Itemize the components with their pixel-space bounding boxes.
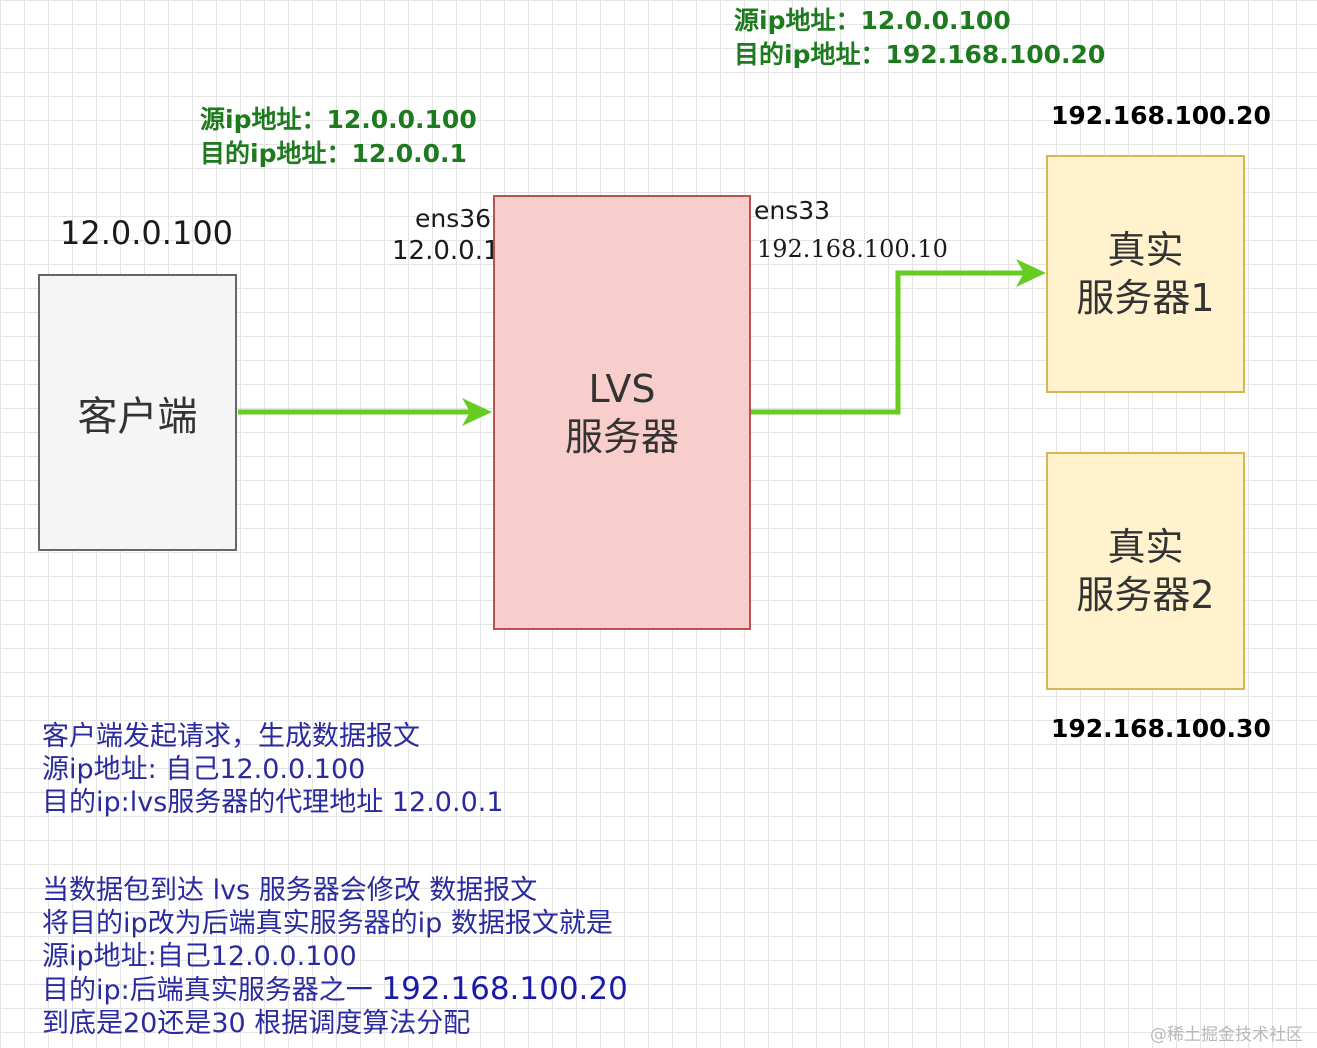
server1-label-line1: 真实: [1107, 228, 1184, 272]
note2-line2: 将目的ip改为后端真实服务器的ip 数据报文就是: [42, 908, 613, 939]
server2-ip: 192.168.100.30: [1051, 714, 1271, 743]
server2-label-line2: 服务器2: [1076, 573, 1215, 617]
top-packet-note: 源ip地址：12.0.0.100 目的ip地址：192.168.100.20: [734, 4, 1105, 72]
note1-line2: 源ip地址: 自己12.0.0.100: [42, 754, 366, 785]
left-note-src: 源ip地址：12.0.0.100: [200, 105, 477, 134]
server1-ip: 192.168.100.20: [1051, 101, 1271, 130]
lvs-label-line1: LVS: [588, 366, 656, 411]
real-server-1-box[interactable]: 真实 服务器1: [1046, 155, 1245, 393]
left-note-dst: 目的ip地址：12.0.0.1: [200, 139, 467, 168]
arrow-client-to-lvs: [238, 398, 492, 426]
note2-line1: 当数据包到达 lvs 服务器会修改 数据报文: [42, 875, 538, 906]
client-ip: 12.0.0.100: [60, 214, 234, 252]
lvs-server-box[interactable]: LVS 服务器: [493, 195, 751, 630]
lvs-label-line2: 服务器: [564, 414, 679, 459]
note1-line3: 目的ip:lvs服务器的代理地址 12.0.0.1: [42, 787, 504, 818]
note1-line1: 客户端发起请求，生成数据报文: [42, 721, 420, 752]
ens33-ip: 192.168.100.10: [757, 235, 948, 263]
ens33-name: ens33: [754, 196, 831, 225]
server2-label-line1: 真实: [1107, 525, 1184, 569]
ens36-name: ens36: [415, 204, 492, 233]
note2-line4-text: 目的ip:后端真实服务器之一: [42, 975, 373, 1006]
real-server-2-box[interactable]: 真实 服务器2: [1046, 452, 1245, 690]
left-packet-note: 源ip地址：12.0.0.100 目的ip地址：12.0.0.1: [200, 103, 477, 171]
client-box[interactable]: 客户端: [38, 274, 237, 551]
note2-line5: 到底是20还是30 根据调度算法分配: [42, 1008, 471, 1039]
note2-line4-ip: 192.168.100.20: [381, 971, 628, 1007]
watermark: @稀土掘金技术社区: [1150, 1025, 1303, 1045]
client-request-note: 客户端发起请求，生成数据报文 源ip地址: 自己12.0.0.100 目的ip:…: [42, 720, 504, 819]
arrow-lvs-to-server1: [751, 259, 1046, 415]
top-note-dst: 目的ip地址：192.168.100.20: [734, 40, 1106, 69]
ens36-ip: 12.0.0.1: [392, 236, 500, 266]
lvs-rewrite-note: 当数据包到达 lvs 服务器会修改 数据报文 将目的ip改为后端真实服务器的ip…: [42, 874, 628, 1040]
note2-line3: 源ip地址:自己12.0.0.100: [42, 941, 357, 972]
client-label: 客户端: [77, 393, 198, 440]
top-note-src: 源ip地址：12.0.0.100: [734, 6, 1011, 35]
server1-label-line2: 服务器1: [1076, 276, 1215, 320]
note2-line4: 目的ip:后端真实服务器之一 192.168.100.20: [42, 973, 628, 1007]
